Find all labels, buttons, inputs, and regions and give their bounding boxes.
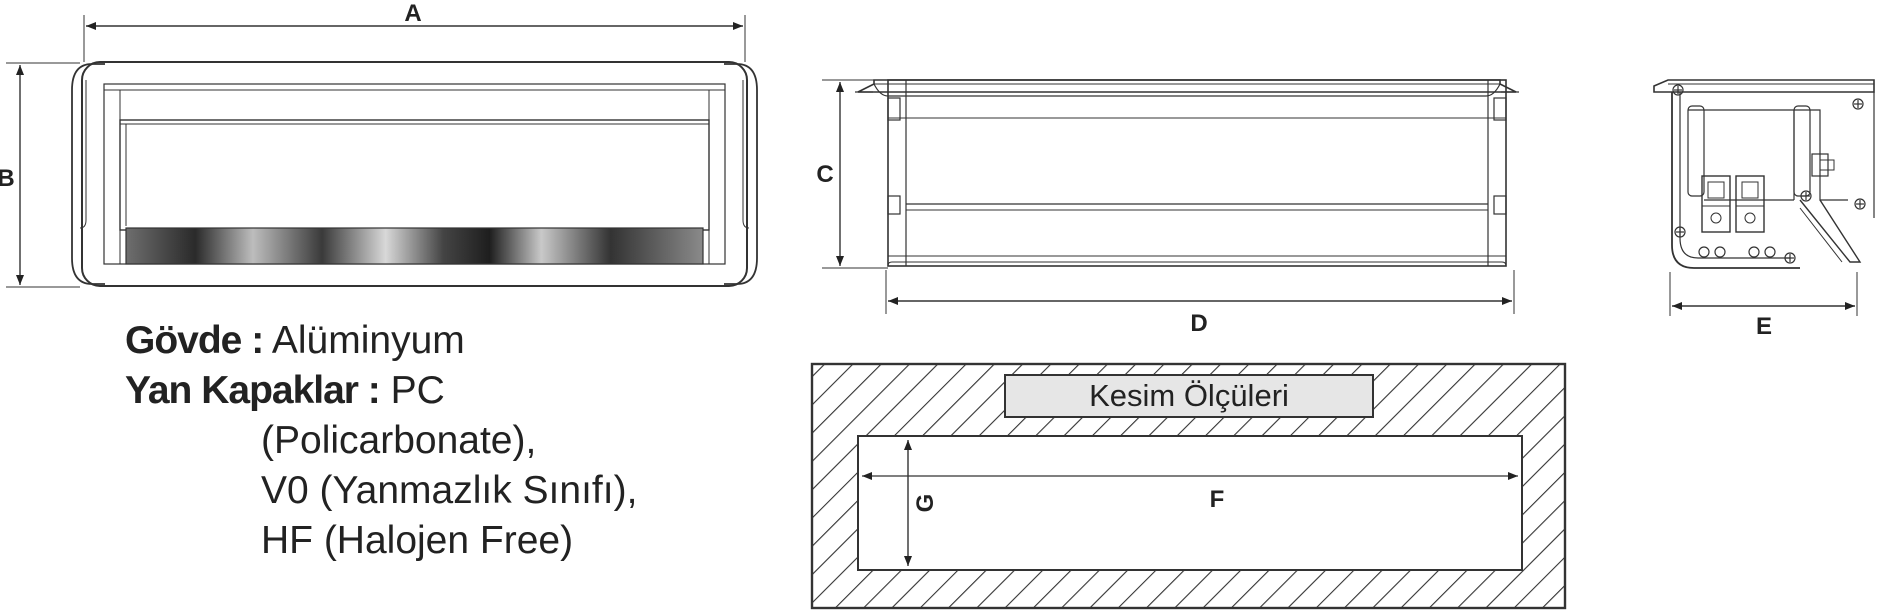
- spec-side-line3: V0 (Yanmazlık Sınıfı),: [261, 469, 638, 512]
- front-view: [6, 15, 758, 288]
- dimension-label-e: E: [1756, 313, 1772, 340]
- end-view: [1653, 79, 1875, 316]
- spec-body-row: Gövde : Alüminyum: [125, 316, 637, 366]
- dimension-label-a: A: [404, 0, 421, 27]
- spec-side-row: Yan Kapaklar : PC: [125, 366, 637, 416]
- dimension-label-d: D: [1190, 310, 1207, 337]
- spec-side-line2: (Policarbonate),: [261, 419, 537, 462]
- dimension-label-g: G: [912, 494, 939, 513]
- spec-side-label: Yan Kapaklar :: [125, 369, 381, 412]
- spec-side-value: PC: [390, 369, 445, 412]
- material-specs: Gövde : Alüminyum Yan Kapaklar : PC (Pol…: [125, 316, 637, 566]
- dimension-label-c: C: [816, 161, 833, 188]
- spec-body-value: Alüminyum: [271, 319, 465, 362]
- spec-body-label: Gövde :: [125, 319, 264, 362]
- cutout-title: Kesim Ölçüleri: [1004, 374, 1374, 418]
- spec-side-line4: HF (Halojen Free): [261, 519, 574, 562]
- dimension-label-b: B: [0, 165, 15, 192]
- dimension-label-f: F: [1210, 486, 1225, 513]
- side-view: [822, 79, 1519, 314]
